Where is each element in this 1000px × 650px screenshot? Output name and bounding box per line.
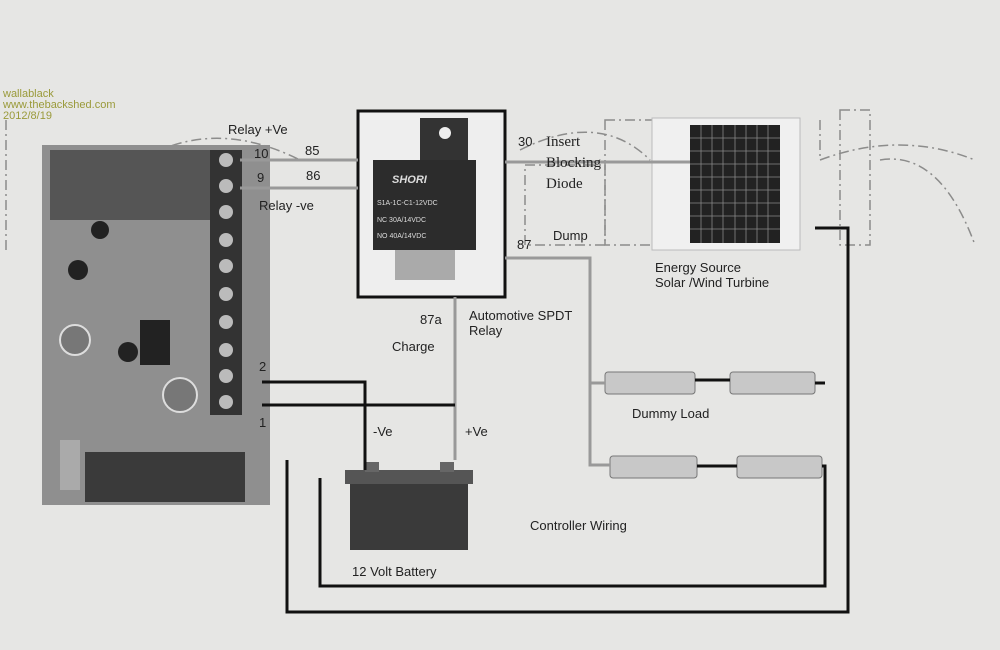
solar-panel bbox=[651, 117, 801, 251]
controller-wiring-label: Controller Wiring bbox=[530, 518, 627, 533]
wire-inner-loop bbox=[318, 464, 827, 588]
blocking-label: Blocking bbox=[546, 155, 601, 171]
relay-model: S1A-1C-C1-12VDC bbox=[377, 200, 438, 207]
relay-pos-label: Relay +Ve bbox=[228, 122, 288, 137]
pos-label: +Ve bbox=[465, 424, 488, 439]
pin-86: 86 bbox=[306, 168, 320, 183]
diode-label: Diode bbox=[546, 176, 583, 192]
relay-nc-rating: NC 30A/14VDC bbox=[377, 217, 426, 224]
resistor bbox=[736, 455, 823, 479]
resistor bbox=[609, 455, 698, 479]
battery-label: 12 Volt Battery bbox=[352, 564, 437, 579]
pin-87a: 87a bbox=[420, 312, 442, 327]
charge-label: Charge bbox=[392, 339, 435, 354]
battery bbox=[345, 462, 473, 550]
neg-label: -Ve bbox=[373, 424, 393, 439]
resistor bbox=[604, 371, 696, 395]
terminal-block-screws bbox=[219, 153, 233, 409]
relay-caption-line1: Automotive SPDT bbox=[469, 308, 572, 323]
wires bbox=[240, 158, 850, 614]
watermark-user: wallablack bbox=[2, 88, 54, 100]
pin-30: 30 bbox=[518, 134, 532, 149]
terminal-2: 2 bbox=[259, 359, 266, 374]
watermark-site: www.thebackshed.com bbox=[2, 99, 116, 111]
resistor bbox=[729, 371, 816, 395]
relay: SHORI S1A-1C-C1-12VDC NC 30A/14VDC NO 40… bbox=[356, 109, 507, 299]
dummy-load-label: Dummy Load bbox=[632, 406, 709, 421]
relay-neg-label: Relay -ve bbox=[259, 198, 314, 213]
watermark-date: 2012/8/19 bbox=[3, 110, 52, 122]
terminal-1: 1 bbox=[259, 415, 266, 430]
terminal-9: 9 bbox=[257, 170, 264, 185]
wire-negative bbox=[262, 380, 367, 470]
terminal-10: 10 bbox=[254, 146, 268, 161]
relay-no-rating: NO 40A/14VDC bbox=[377, 233, 426, 240]
pin-85: 85 bbox=[305, 143, 319, 158]
dummy-load-resistors bbox=[604, 371, 823, 479]
energy-source-label-1: Energy Source bbox=[655, 260, 741, 275]
battery-negative-terminal bbox=[365, 462, 379, 472]
insert-label: Insert bbox=[546, 134, 581, 150]
controller-board bbox=[42, 145, 270, 505]
relay-brand: SHORI bbox=[392, 174, 428, 186]
wire-outer-loop bbox=[285, 226, 850, 614]
relay-caption-line2: Relay bbox=[469, 323, 503, 338]
pin-87: 87 bbox=[517, 237, 531, 252]
dump-label: Dump bbox=[553, 228, 588, 243]
energy-source-label-2: Solar /Wind Turbine bbox=[655, 275, 769, 290]
wire-87-dump bbox=[505, 256, 610, 467]
battery-positive-terminal bbox=[440, 462, 454, 472]
